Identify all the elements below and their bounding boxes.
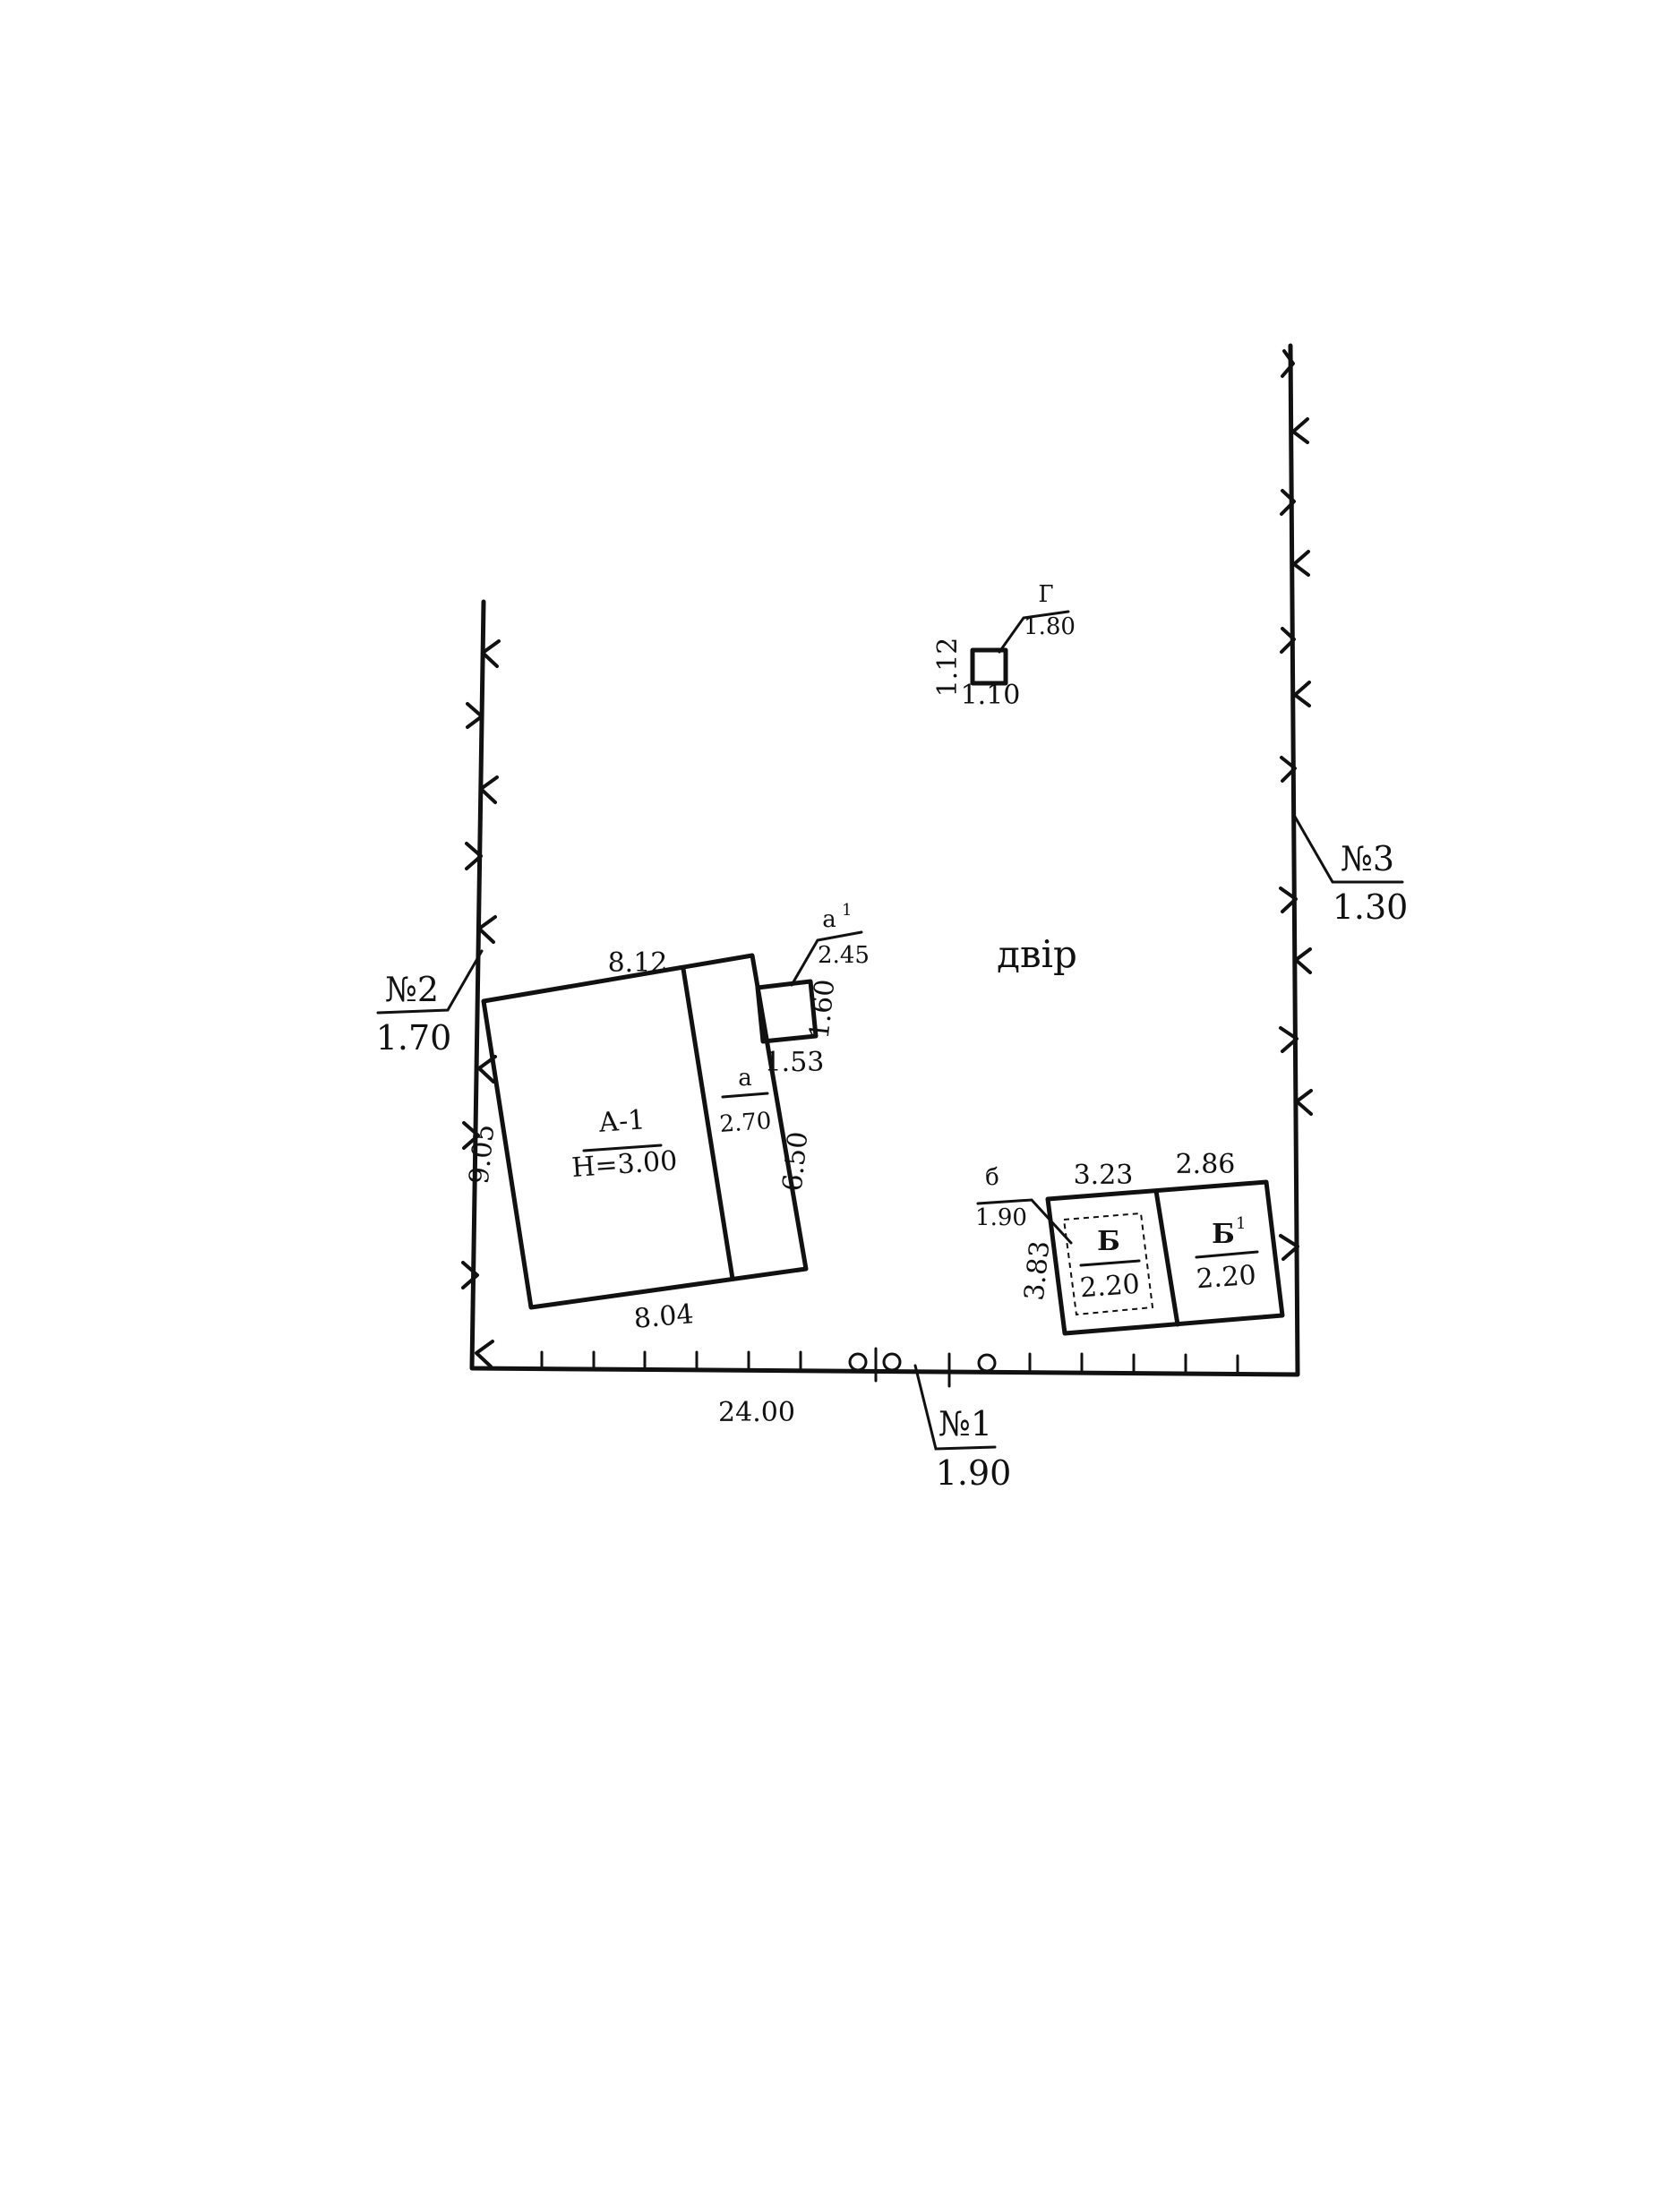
point-1-number: №1 — [939, 1404, 992, 1443]
building-a1-outline — [481, 953, 809, 1310]
structure-g-letter: Г — [1038, 581, 1053, 608]
building-b-height: 2.20 — [1079, 1269, 1141, 1305]
point-3-number: №3 — [1341, 839, 1394, 878]
yard-label: двір — [997, 932, 1077, 976]
structure-g-depth: 1.12 — [932, 638, 964, 698]
point-3-leader — [1293, 815, 1404, 884]
building-b-label-bar — [1079, 1259, 1141, 1267]
boundary-right-ticks — [1279, 349, 1313, 1261]
porch-a1-sup: 1 — [842, 901, 852, 920]
building-a-extension-height: 2.70 — [719, 1108, 773, 1138]
porch-a1-depth: 1.60 — [804, 978, 842, 1041]
building-b1-width: 2.86 — [1176, 1149, 1236, 1180]
point-2-value: 1.70 — [376, 1018, 452, 1058]
point-3-value: 1.30 — [1333, 887, 1409, 927]
point-2-marker: №2 1.70 — [376, 949, 484, 1058]
structure-g: Г 1.80 1.12 1.10 — [932, 581, 1076, 711]
building-b-divider — [1153, 1188, 1180, 1327]
building-b1-letter: Б — [1212, 1219, 1235, 1250]
building-b-depth: 3.83 — [1019, 1239, 1057, 1302]
point-1-leader — [913, 1364, 997, 1451]
structure-g-height: 1.80 — [1024, 613, 1076, 640]
building-a-extension-divider — [681, 966, 735, 1281]
building-b-dashed-inner — [1062, 1212, 1154, 1316]
building-b1-height: 2.20 — [1196, 1260, 1257, 1296]
boundary-left-ticks — [461, 639, 501, 1368]
porch-a1-height: 2.45 — [818, 942, 870, 969]
building-a1-height: Н=3.00 — [570, 1145, 678, 1184]
structure-g-width: 1.10 — [961, 680, 1021, 711]
building-a1-name: А-1 — [597, 1104, 646, 1139]
gate-marks — [848, 1347, 997, 1383]
point-2-leader — [376, 949, 484, 1015]
property-boundary — [461, 343, 1313, 1388]
building-b-letter: Б — [1097, 1226, 1120, 1257]
building-b-leader — [976, 1198, 1073, 1245]
boundary-line — [469, 343, 1300, 1377]
building-b1-label-bar — [1195, 1250, 1259, 1259]
point-3-marker: №3 1.30 — [1293, 815, 1409, 927]
point-1-marker: №1 1.90 — [913, 1364, 1012, 1493]
boundary-bottom-length: 24.00 — [718, 1397, 795, 1428]
building-b-width: 3.23 — [1074, 1160, 1134, 1191]
porch-a1-letter: а — [822, 906, 836, 933]
building-a-extension-label-bar — [721, 1092, 769, 1099]
building-a1-right-length: 6.50 — [777, 1130, 815, 1193]
building-b-leader-height: 1.90 — [975, 1204, 1027, 1231]
boundary-bottom-ticks — [540, 1350, 1239, 1388]
building-a1-left-length: 9.05 — [464, 1123, 501, 1186]
point-2-number: №2 — [385, 970, 439, 1009]
building-a1: А-1 Н=3.00 а 2.70 8.12 8.04 9.05 6.50 — [464, 947, 815, 1335]
building-b-leader-letter: б — [985, 1164, 999, 1191]
porch-a1-width: 1.53 — [765, 1047, 825, 1078]
structure-g-leader — [998, 610, 1070, 654]
porch-a1-leader — [790, 930, 863, 987]
building-b1-sup: 1 — [1236, 1214, 1246, 1233]
building-a-extension-letter: а — [738, 1065, 752, 1092]
building-b-outline — [1045, 1179, 1285, 1336]
building-b-group: б 1.90 Б 2.20 Б 1 2.20 3.23 2.86 3.83 — [975, 1149, 1285, 1336]
structure-g-outline — [970, 647, 1008, 686]
building-a1-top-length: 8.12 — [608, 947, 668, 979]
building-a1-bottom-length: 8.04 — [632, 1298, 695, 1335]
porch-a1: а 1 2.45 1.60 1.53 — [755, 901, 870, 1078]
building-a1-label-bar — [582, 1144, 663, 1152]
point-1-value: 1.90 — [936, 1453, 1012, 1493]
